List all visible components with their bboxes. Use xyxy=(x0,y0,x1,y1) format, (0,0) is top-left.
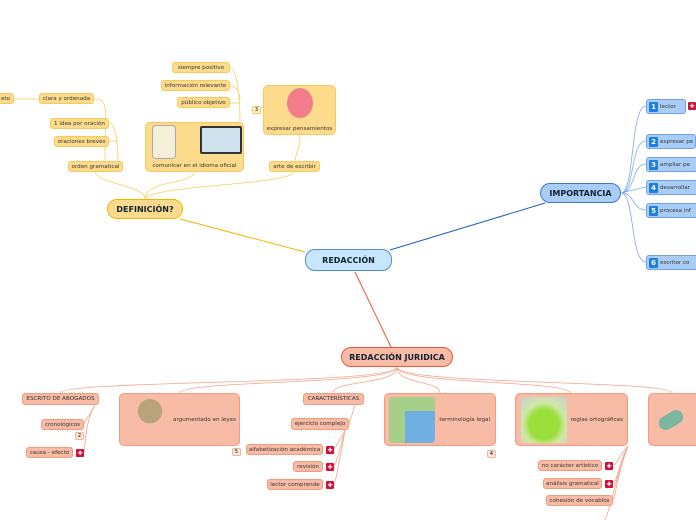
item-label: expresar pe xyxy=(660,138,694,145)
link-icon[interactable]: ✚ xyxy=(605,462,613,470)
node-oraciones-breves[interactable]: oraciones breves xyxy=(54,136,109,147)
node-eto[interactable]: eto xyxy=(0,93,14,104)
flask-image xyxy=(521,397,567,443)
node-siempre-positivo[interactable]: siempre positivo xyxy=(172,62,230,73)
node-clara-y-ordenada[interactable]: clara y ordenada xyxy=(39,93,94,104)
node-alfabetizacion[interactable]: alfabetización académica xyxy=(246,444,323,455)
link-icon[interactable]: ✚ xyxy=(605,480,613,488)
node-no-caracter-artistico[interactable]: no carácter artístico xyxy=(538,460,602,471)
link-icon[interactable]: ✚ xyxy=(76,449,84,457)
node-cohesion-de-vocablos[interactable]: cohesión de vocablos xyxy=(546,495,613,506)
monitor-image xyxy=(200,126,242,154)
node-comunicar-label: comunicar en el idioma oficial xyxy=(152,163,237,169)
number-6-icon: 6 xyxy=(649,257,658,268)
link-icon[interactable]: ✚ xyxy=(326,463,334,471)
node-ejercicio-complejo[interactable]: ejercicio complejo xyxy=(291,418,349,430)
node-1-idea[interactable]: 1 idea por oración xyxy=(50,118,109,129)
importancia-node[interactable]: IMPORTANCIA xyxy=(540,183,621,203)
central-topic[interactable]: REDACCIÓN xyxy=(305,249,392,271)
number-3-icon: 3 xyxy=(649,159,658,170)
link-icon[interactable]: ✚ xyxy=(688,102,696,110)
node-label: reglas ortográficas xyxy=(570,416,623,423)
number-2-icon: 2 xyxy=(649,136,658,147)
brain-character-image xyxy=(287,88,313,118)
europe-map-image xyxy=(389,397,435,443)
node-revision[interactable]: revisión xyxy=(293,461,323,472)
node-arte-de-escribir[interactable]: arte de escribir xyxy=(269,161,320,172)
bacteria-image xyxy=(656,406,686,433)
count-badge: 5 xyxy=(232,448,241,456)
link-icon[interactable]: ✚ xyxy=(326,481,334,489)
count-badge: 2 xyxy=(75,432,84,440)
node-label: terminología legal xyxy=(439,416,490,423)
juridica-node[interactable]: REDACCIÓN JURIDICA xyxy=(341,347,453,367)
definicion-node[interactable]: DEFINICIÓN? xyxy=(107,199,183,219)
item-label: procesa inf xyxy=(660,207,691,214)
node-bacteria-image[interactable] xyxy=(648,393,696,446)
count-badge: 3 xyxy=(252,106,261,114)
node-informacion-relevante[interactable]: información relevante xyxy=(161,80,230,91)
link-icon[interactable]: ✚ xyxy=(326,446,334,454)
node-publico-objetivo[interactable]: público objetivo xyxy=(177,97,230,108)
number-4-icon: 4 xyxy=(649,182,658,193)
node-causa-efecto[interactable]: causa - efecto xyxy=(26,447,73,458)
node-label: argumentado en leyes xyxy=(173,416,236,423)
node-caracteristicas[interactable]: CARACTERÍSTICAS xyxy=(303,393,364,405)
node-cronologicos[interactable]: cronológicos xyxy=(41,419,84,430)
item-label: ampliar pe xyxy=(660,161,691,168)
globe-image xyxy=(135,398,165,442)
item-label: lector xyxy=(660,103,676,110)
node-orden-gramatical[interactable]: orden gramatical xyxy=(68,161,123,172)
count-badge: 4 xyxy=(487,450,496,458)
number-5-icon: 5 xyxy=(649,205,658,216)
node-analisis-gramatical[interactable]: análisis gramatical xyxy=(543,478,602,489)
map-drawing-image xyxy=(152,125,176,159)
node-expresar-label: expresar pensamientos xyxy=(266,126,333,132)
item-label: desarrollar xyxy=(660,184,690,191)
number-1-icon: 1 xyxy=(649,101,658,112)
item-label: escritor co xyxy=(660,259,690,266)
node-escrito-de-abogados[interactable]: ESCRITO DE ABOGADOS xyxy=(22,393,99,405)
node-lector-comprende[interactable]: lector comprende xyxy=(267,479,323,490)
